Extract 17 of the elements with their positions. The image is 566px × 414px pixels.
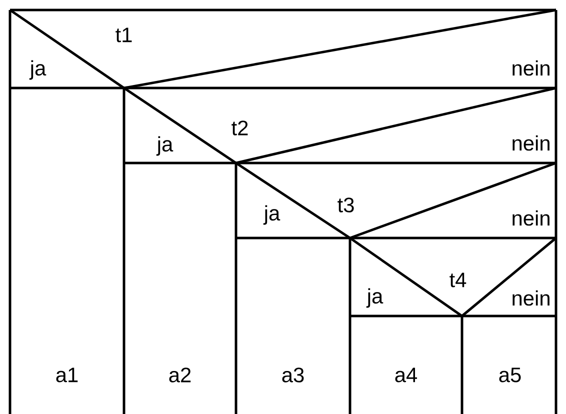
action-label: a3 [282,368,304,382]
condition-label: t3 [338,198,354,212]
condition-label: t1 [116,28,132,42]
branch-label: ja [366,288,384,308]
branch-label: nein [512,60,550,76]
condition-label: t4 [450,272,466,288]
action-label: a5 [499,368,521,382]
branch-label: nein [512,290,550,306]
condition-label: t2 [232,120,248,136]
branch-label: nein [512,135,550,151]
action-label: a2 [169,368,191,382]
branch-label: ja [156,136,174,156]
action-label: a1 [56,368,78,382]
branch-label: ja [29,60,46,80]
branch-label: nein [512,210,550,226]
branch-label: ja [263,205,280,225]
action-label: a4 [395,368,418,382]
